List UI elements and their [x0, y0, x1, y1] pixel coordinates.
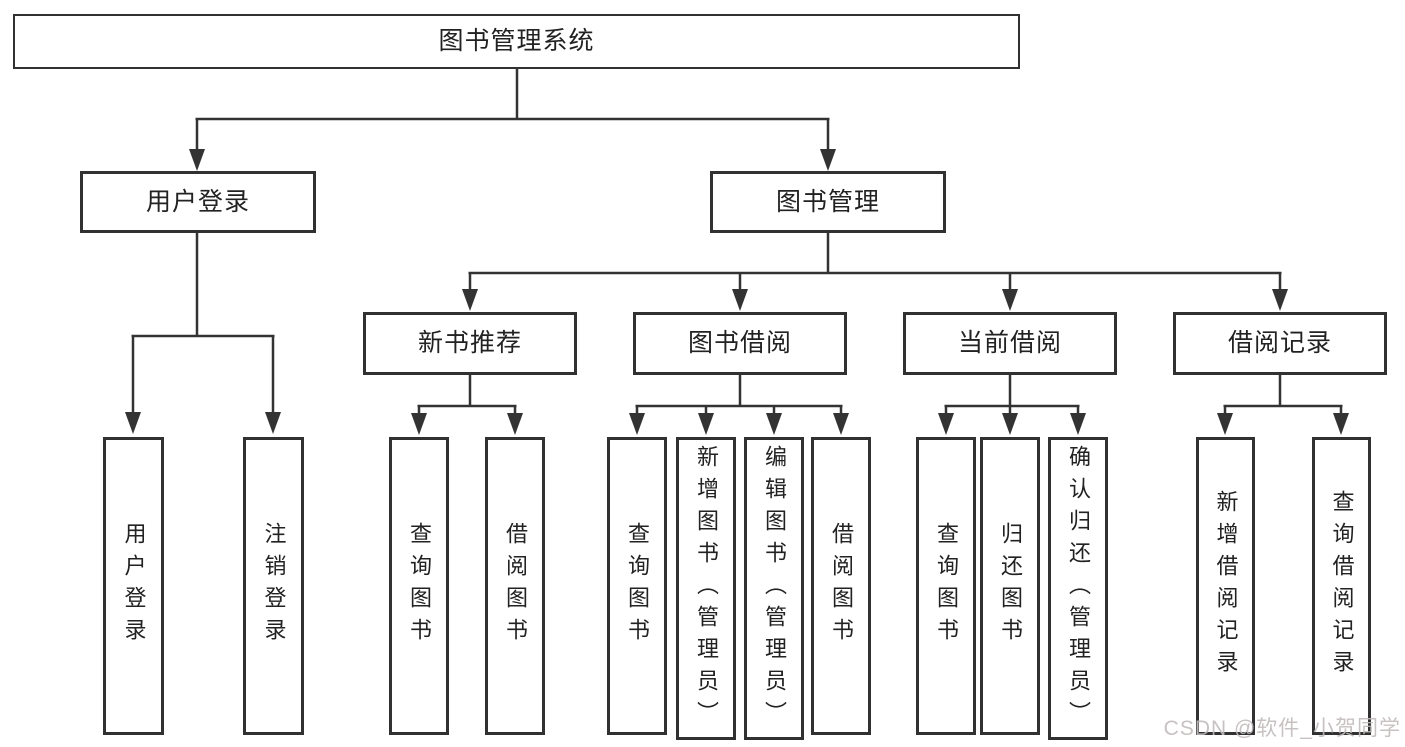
connector-book-borrow-branch [629, 375, 849, 435]
leaf-confirm-return-admin-label: 确认归还（管理员） [1066, 444, 1091, 733]
leaf-query-borrow-record-label: 查询借阅记录 [1329, 490, 1355, 682]
node-borrowing-records-label: 借阅记录 [1227, 329, 1332, 357]
leaf-borrow-books-borrow-label: 借阅图书 [829, 522, 854, 650]
node-book-borrowing-label: 图书借阅 [687, 329, 792, 357]
connector-borrow-record-branch [1217, 375, 1349, 435]
leaf-add-book-admin-label: 新增图书（管理员） [694, 444, 719, 733]
root-node-library-management-system: 图书管理系统 [13, 14, 1020, 69]
leaf-add-book-admin: 新增图书（管理员） [676, 437, 736, 740]
connector-user-login-branch [125, 233, 281, 434]
node-current-borrowing-label: 当前借阅 [957, 329, 1062, 357]
leaf-query-books-recommend: 查询图书 [389, 437, 449, 735]
leaf-logout-label: 注销登录 [261, 522, 287, 650]
leaf-borrow-books-recommend: 借阅图书 [485, 437, 545, 735]
node-user-login: 用户登录 [80, 171, 316, 233]
leaf-user-login-label: 用户登录 [121, 522, 147, 650]
node-book-borrowing: 图书借阅 [633, 312, 847, 375]
node-borrowing-records: 借阅记录 [1173, 312, 1387, 375]
node-new-book-recommendation-label: 新书推荐 [417, 329, 522, 357]
node-current-borrowing: 当前借阅 [903, 312, 1117, 375]
leaf-edit-book-admin-label: 编辑图书（管理员） [762, 444, 787, 733]
node-book-management-label: 图书管理 [775, 187, 880, 216]
node-book-management: 图书管理 [710, 171, 946, 233]
leaf-query-books-current-label: 查询图书 [934, 522, 959, 650]
connector-new-book-branch [411, 375, 523, 435]
leaf-borrow-books-recommend-label: 借阅图书 [503, 522, 528, 650]
leaf-logout: 注销登录 [243, 437, 304, 735]
leaf-query-books-current: 查询图书 [916, 437, 976, 735]
root-node-label: 图书管理系统 [438, 27, 595, 55]
leaf-query-borrow-record: 查询借阅记录 [1312, 437, 1371, 735]
leaf-edit-book-admin: 编辑图书（管理员） [744, 437, 804, 740]
leaf-user-login: 用户登录 [103, 437, 164, 735]
node-new-book-recommendation: 新书推荐 [363, 312, 577, 375]
leaf-query-books-borrow: 查询图书 [607, 437, 667, 735]
leaf-add-borrow-record-label: 新增借阅记录 [1213, 490, 1239, 682]
leaf-return-books-label: 归还图书 [998, 522, 1023, 650]
leaf-confirm-return-admin: 确认归还（管理员） [1048, 437, 1108, 740]
leaf-query-books-borrow-label: 查询图书 [625, 522, 650, 650]
connector-current-borrow-branch [938, 375, 1086, 435]
node-user-login-label: 用户登录 [145, 187, 250, 216]
leaf-borrow-books-borrow: 借阅图书 [811, 437, 871, 735]
connector-book-management-branch [462, 233, 1288, 311]
connector-root-to-level2 [189, 68, 836, 171]
leaf-add-borrow-record: 新增借阅记录 [1196, 437, 1255, 735]
leaf-query-books-recommend-label: 查询图书 [407, 522, 432, 650]
leaf-return-books: 归还图书 [980, 437, 1040, 735]
